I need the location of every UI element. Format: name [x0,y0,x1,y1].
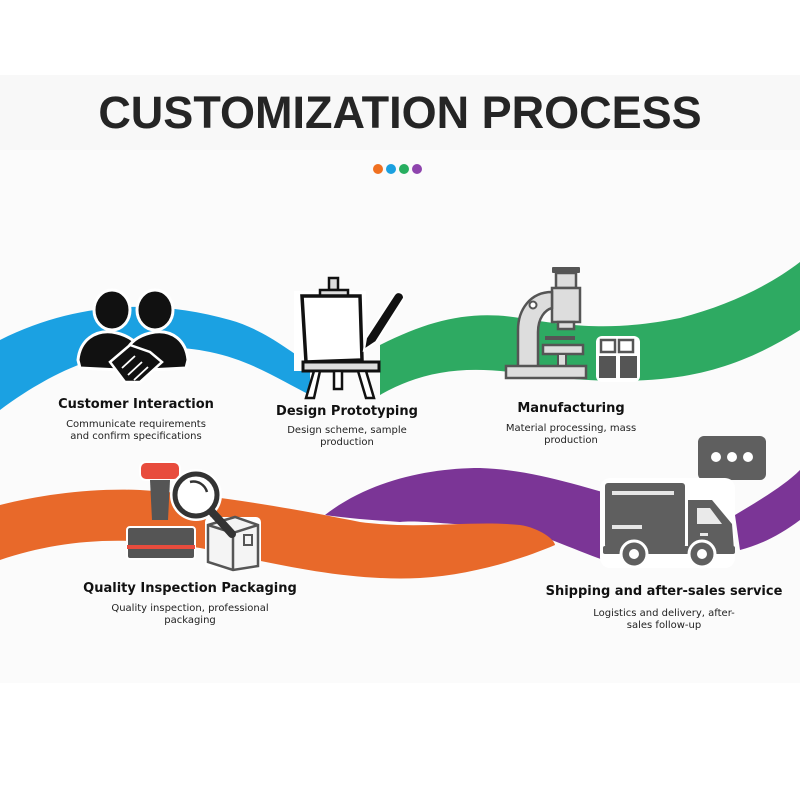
page-title: CUSTOMIZATION PROCESS [98,87,702,138]
desc-line: packaging [164,615,216,626]
desc-line: Logistics and delivery, after- [593,608,735,619]
band-green [380,262,800,395]
dot-blue [386,164,396,174]
step-desc-shipping-after-sales: Logistics and delivery, after- sales fol… [528,608,800,632]
band-orange [0,489,555,579]
handshake-people-icon [76,288,190,384]
step-title-manufacturing: Manufacturing [517,401,625,416]
stamp-magnifier-box-icon [126,461,261,572]
truck-chat-icon [600,436,766,569]
microscope-boxes-icon [504,267,640,382]
step-desc-design-prototyping: Design scheme, sample production [252,425,442,449]
desc-line: and confirm specifications [70,431,202,442]
easel-pencil-icon [294,276,406,400]
desc-line: production [544,435,598,446]
desc-line: Communicate requirements [66,419,206,430]
title-band [0,75,800,150]
band-blue [0,306,310,410]
step-desc-quality-inspection-packaging: Quality inspection, professional packagi… [60,603,320,627]
band-purple [325,468,650,562]
dot-purple [412,164,422,174]
desc-line: Design scheme, sample [287,425,407,436]
color-dots [373,164,422,174]
step-title-shipping-after-sales: Shipping and after-sales service [545,584,783,599]
desc-line: production [320,437,374,448]
dot-orange [373,164,383,174]
dot-green [399,164,409,174]
step-title-customer-interaction: Customer Interaction [58,397,214,412]
desc-line: Quality inspection, professional [111,603,269,614]
desc-line: Material processing, mass [505,423,637,434]
step-title-design-prototyping: Design Prototyping [276,404,418,419]
step-desc-manufacturing: Material processing, mass production [470,423,672,447]
band-purple-right [735,470,800,550]
step-title-quality-inspection-packaging: Quality Inspection Packaging [83,581,297,596]
desc-line: sales follow-up [626,620,702,631]
step-desc-customer-interaction: Communicate requirements and confirm spe… [30,419,242,443]
